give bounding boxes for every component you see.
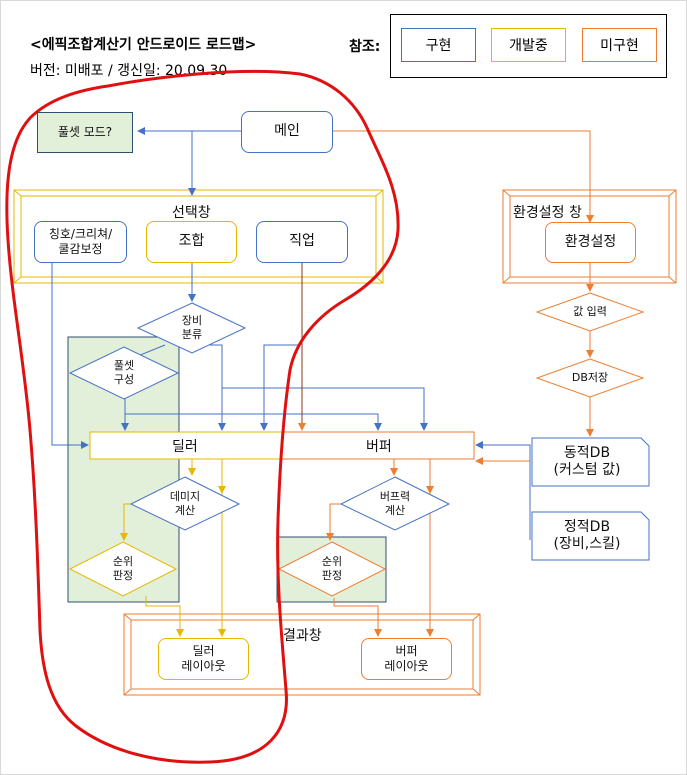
static-db-shape <box>531 511 650 561</box>
select-window-label: 선택창 <box>172 205 211 221</box>
buffer-layout-node: 버퍼 레이아웃 <box>361 638 452 680</box>
red-annotation-loop <box>5 69 400 764</box>
buff-calc-diamond <box>339 476 451 531</box>
title-creature-node: 칭호/크리쳐/ 쿨감보정 <box>34 221 127 263</box>
value-input-diamond <box>535 292 645 332</box>
legend-not-implemented: 미구현 <box>582 28 657 62</box>
result-window-frame <box>123 613 481 696</box>
legend-developing: 개발중 <box>491 28 566 62</box>
damage-calc-diamond <box>129 476 241 531</box>
rank-dealer-diamond <box>68 541 178 597</box>
static-db-label: 정적DB (장비,스킬) <box>553 518 621 553</box>
combination-node: 조합 <box>146 221 237 263</box>
legend: 구현 개발중 미구현 <box>390 14 667 78</box>
page-title: <에픽조합계산기 안드로이드 로드맵> <box>30 37 257 53</box>
result-window-label: 결과창 <box>283 628 322 644</box>
gear-classify-diamond <box>136 302 247 354</box>
fullset-mode-node: 풀셋 모드? <box>37 112 133 153</box>
job-node: 직업 <box>256 221 348 263</box>
dealer-layout-node: 딜러 레이아웃 <box>158 638 249 680</box>
dynamic-db-shape <box>531 437 650 487</box>
settings-window-label: 환경설정 창 <box>513 205 582 221</box>
legend-label: 참조: <box>349 39 381 55</box>
dynamic-db-label: 동적DB (커스텀 값) <box>553 444 621 479</box>
buffer-label: 버퍼 <box>366 439 392 455</box>
settings-node: 환경설정 <box>545 222 636 263</box>
legend-implemented: 구현 <box>401 28 476 62</box>
fullset-build-diamond <box>68 346 180 400</box>
rank-buffer-diamond <box>277 541 387 597</box>
db-save-diamond <box>535 358 645 398</box>
dealer-label: 딜러 <box>172 439 198 455</box>
select-window-frame <box>13 189 384 284</box>
main-node: 메인 <box>241 111 333 153</box>
